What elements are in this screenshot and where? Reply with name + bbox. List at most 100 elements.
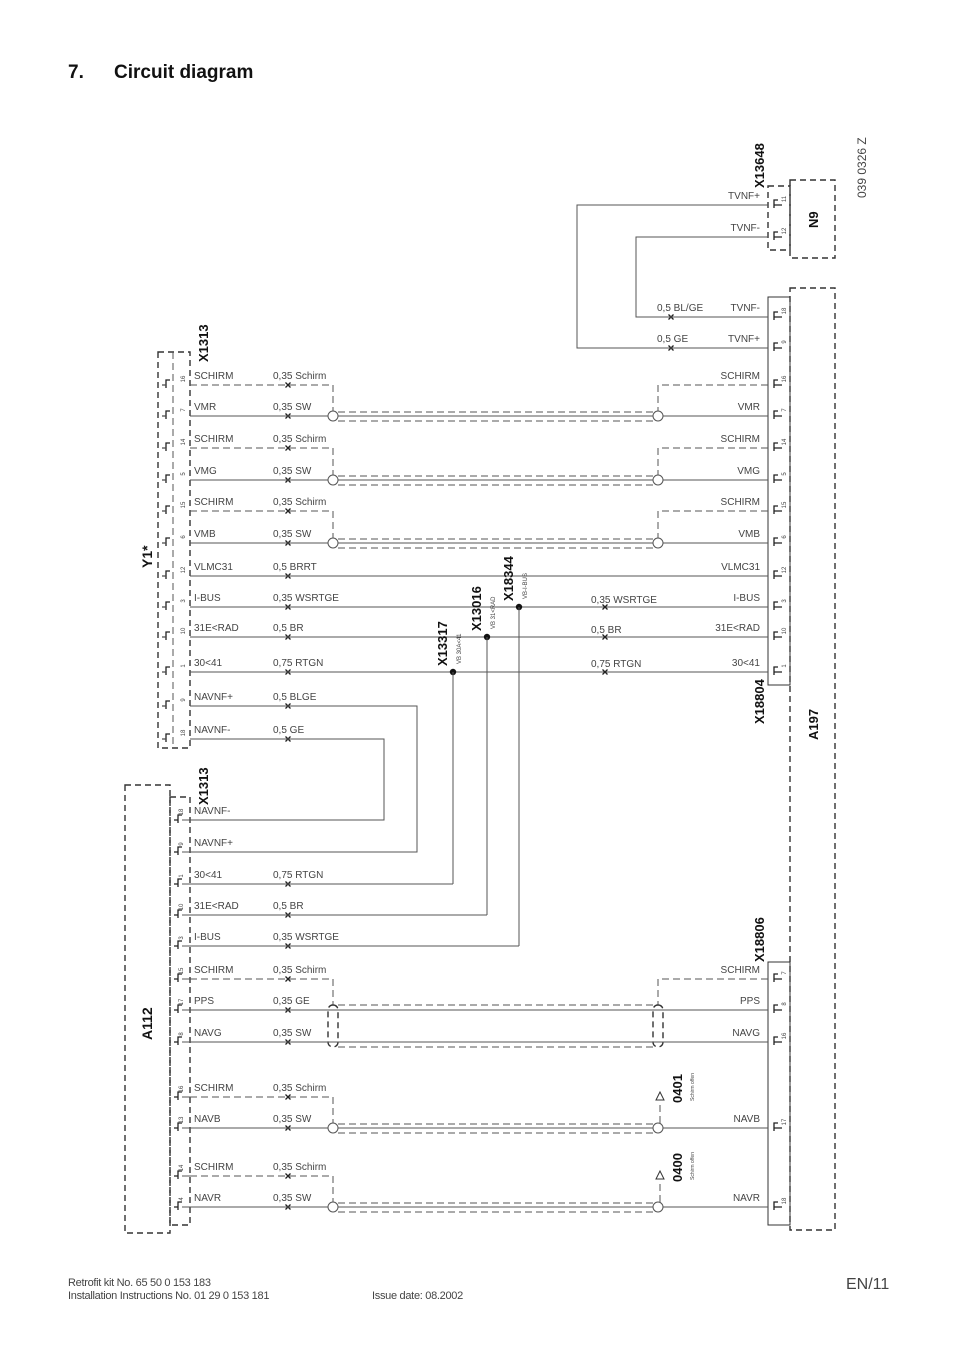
pin-contact-icon — [162, 570, 170, 579]
pin-number: 17 — [179, 998, 185, 1005]
pin-contact-icon — [174, 878, 182, 887]
signal-label: SCHIRM — [194, 965, 233, 976]
y1-connector-label: X1313 — [196, 324, 211, 362]
installation-instructions-number: Installation Instructions No. 01 29 0 15… — [68, 1290, 270, 1302]
cable-spec: 0,75 RTGN — [591, 659, 641, 670]
navnf-plus-wire — [190, 705, 418, 853]
pin-contact-icon — [773, 311, 782, 320]
pin-number: 10 — [179, 903, 185, 910]
retrofit-kit-number: Retrofit kit No. 65 50 0 153 183 — [68, 1277, 211, 1289]
shield-termination-icon — [652, 410, 664, 422]
shield-termination-icon — [327, 410, 339, 422]
pin-contact-icon — [162, 666, 170, 675]
pin-contact-icon — [162, 631, 170, 640]
shield-open-id: 0401 — [670, 1074, 685, 1103]
signal-label: PPS — [740, 996, 760, 1007]
signal-label: TVNF+ — [728, 334, 760, 345]
signal-label: VMB — [738, 529, 760, 540]
cable-spec: 0,35 SW — [273, 1193, 312, 1204]
pin-contact-icon — [773, 666, 782, 675]
pin-number: 8 — [782, 1002, 788, 1006]
section-number: 7. — [68, 62, 84, 83]
pin-contact-icon — [773, 410, 782, 419]
cable-spec: 0,35 WSRTGE — [591, 595, 657, 606]
pin-contact-icon — [174, 1091, 182, 1100]
pin-contact-icon — [773, 1122, 782, 1131]
shield-sleeve-end — [327, 1004, 339, 1048]
pin-contact-icon — [773, 474, 782, 483]
cable-spec: 0,5 BR — [273, 901, 304, 912]
pin-number: 18 — [782, 1197, 788, 1204]
pin-number: 18 — [179, 808, 185, 815]
pin-contact-icon — [773, 199, 782, 208]
signal-label: VLMC31 — [194, 562, 233, 573]
pin-number: 7 — [782, 971, 788, 975]
x18806-connector-box — [767, 961, 791, 1226]
pin-number: 1 — [179, 874, 185, 878]
shield-termination-icon — [652, 474, 664, 486]
pin-number: 1 — [782, 664, 788, 668]
signal-label: NAVNF- — [194, 806, 230, 817]
y1-connector-box — [157, 351, 191, 749]
pin-number: 16 — [179, 1085, 185, 1092]
pin-number: 3 — [782, 599, 788, 603]
pin-contact-icon — [162, 700, 170, 709]
signal-label: SCHIRM — [194, 497, 233, 508]
signal-label: I-BUS — [194, 593, 221, 604]
wire-cross-mark — [602, 634, 608, 640]
pin-contact-icon — [773, 537, 782, 546]
drawing-number: 039 0326 Z — [855, 137, 869, 198]
signal-label: SCHIRM — [721, 965, 760, 976]
signal-label: 30<41 — [194, 658, 223, 669]
pin-contact-icon — [773, 570, 782, 579]
wire-cross-mark — [285, 1094, 291, 1100]
signal-label: NAVG — [732, 1028, 760, 1039]
shield-termination-icon — [327, 1201, 339, 1213]
signal-label: VMG — [737, 466, 760, 477]
cable-spec: 0,5 BR — [591, 625, 622, 636]
shield-termination-icon — [327, 1122, 339, 1134]
pin-contact-icon — [174, 909, 182, 918]
pin-number: 9 — [179, 842, 185, 846]
x18804-label: X18804 — [752, 678, 767, 724]
cable-spec: 0,5 BLGE — [273, 692, 317, 703]
pin-contact-icon — [773, 379, 782, 388]
pin-number: 3 — [181, 599, 187, 603]
cable-spec: 0,5 BR — [273, 623, 304, 634]
cable-spec: 0,5 BL/GE — [657, 303, 703, 314]
signal-label: NAVB — [734, 1114, 761, 1125]
cable-spec: 0,35 SW — [273, 1114, 312, 1125]
signal-label: SCHIRM — [721, 434, 760, 445]
pin-number: 16 — [181, 375, 187, 382]
cable-spec: 0,5 GE — [657, 334, 688, 345]
junction-desc: VB 31<RAD — [491, 596, 497, 629]
signal-label: NAVG — [194, 1028, 222, 1039]
pin-contact-icon — [174, 1004, 182, 1013]
signal-label: 31E<RAD — [715, 623, 760, 634]
pin-number: 12 — [782, 227, 788, 234]
pin-contact-icon — [174, 846, 182, 855]
footer-doc-info: Retrofit kit No. 65 50 0 153 183 Install… — [68, 1277, 269, 1303]
pin-number: 6 — [181, 535, 187, 539]
pin-contact-icon — [162, 379, 170, 388]
wire-cross-mark — [602, 669, 608, 675]
signal-label: 30<41 — [194, 870, 223, 881]
x18806-label: X18806 — [752, 917, 767, 962]
pin-contact-icon — [174, 1036, 182, 1045]
open-shield-triangle-icon — [655, 1169, 665, 1180]
cable-spec: 0,35 WSRTGE — [273, 593, 339, 604]
signal-label: VLMC31 — [721, 562, 760, 573]
pin-number: 15 — [181, 501, 187, 508]
page-title: Circuit diagram — [114, 62, 254, 83]
pin-number: 9 — [782, 340, 788, 344]
signal-label: 31E<RAD — [194, 901, 239, 912]
pin-contact-icon — [773, 631, 782, 640]
pin-number: 10 — [782, 627, 788, 634]
cable-spec: 0,35 WSRTGE — [273, 932, 339, 943]
signal-label: NAVNF+ — [194, 692, 233, 703]
a197-box — [789, 287, 836, 1231]
tvnf-minus-wire — [635, 236, 768, 318]
pin-number: 18 — [782, 307, 788, 314]
signal-label: NAVR — [733, 1193, 760, 1204]
